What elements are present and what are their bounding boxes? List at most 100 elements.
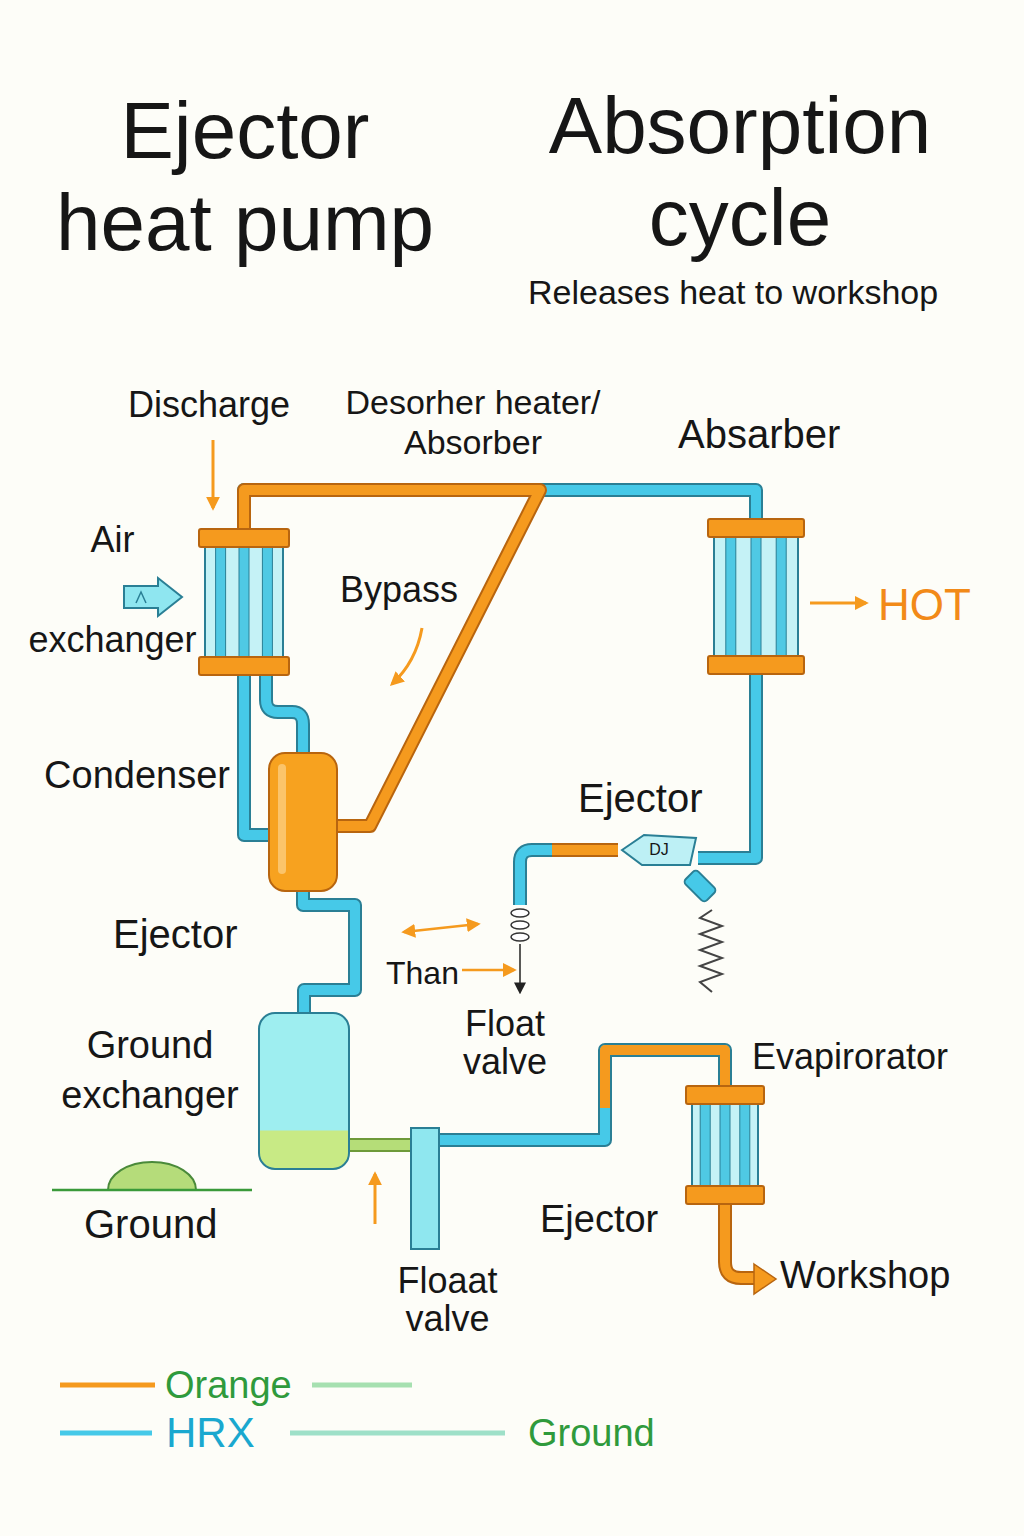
tank-highlight <box>278 764 286 874</box>
legend-line <box>312 1383 412 1388</box>
component-mark: DJ <box>620 832 698 868</box>
ejector-coupling <box>683 869 717 903</box>
part-label: Ground <box>84 1200 217 1248</box>
part-label: Than <box>386 954 459 992</box>
part-label: Discharge <box>128 383 290 426</box>
exchanger-tube <box>740 1103 750 1187</box>
legend-line <box>290 1431 505 1436</box>
exchanger-cap <box>686 1186 764 1204</box>
pipe-outline <box>552 843 618 857</box>
air-arrow-mark <box>136 592 146 603</box>
pipe-outline <box>266 676 303 752</box>
legend-line <box>60 1431 152 1436</box>
pipe <box>552 845 618 855</box>
double-arrow <box>404 924 478 932</box>
part-label: Float valve <box>455 1005 555 1081</box>
tank-fill <box>259 1131 349 1170</box>
pipe <box>303 892 355 1012</box>
pointer-arrow <box>392 628 422 684</box>
absorber-exchanger: Absarber <box>707 518 805 675</box>
spring <box>700 910 722 992</box>
exchanger-body <box>692 1103 758 1187</box>
tank-body <box>259 1013 349 1169</box>
pipe-outline <box>725 1205 756 1278</box>
condenser-tank: Condenser <box>268 752 338 892</box>
heat-exchanger-shape <box>198 528 290 676</box>
pipe-outline <box>244 676 268 835</box>
pipe <box>725 1205 756 1278</box>
component-label: Ground exchanger <box>55 1020 245 1120</box>
part-label: Releases heat to workshop <box>528 272 938 313</box>
valve-disc <box>511 933 529 941</box>
component-label: Condenser <box>40 752 230 798</box>
float-valve-box-shape <box>410 1127 440 1250</box>
air-arrow <box>124 578 182 616</box>
exchanger-tube <box>776 536 786 657</box>
exchanger-cap <box>708 656 804 674</box>
exchanger-tube <box>726 536 736 657</box>
ground-exchanger-tank: Ground exchanger <box>258 1012 350 1170</box>
legend-text: Orange <box>165 1364 292 1406</box>
exchanger-body <box>714 536 798 657</box>
valve-disc <box>511 909 529 917</box>
absorber-exchanger-shape <box>707 518 805 675</box>
part-label: Ejector <box>540 1196 658 1242</box>
ground-line <box>52 1189 252 1192</box>
component-label: Air exchanger <box>25 490 200 690</box>
component-label: Ejector <box>578 774 703 822</box>
exchanger-cap <box>199 529 289 547</box>
pipe <box>698 675 756 858</box>
pointer-arrow <box>374 1174 377 1224</box>
legend-entry: Orange <box>165 1362 292 1408</box>
part-label: Workshop <box>780 1252 950 1298</box>
valve-stem <box>519 944 521 992</box>
heat-exchanger: Air exchanger <box>198 528 290 676</box>
pipe <box>350 1140 410 1150</box>
part-label: Ejector <box>113 910 238 958</box>
tank-body <box>269 753 337 891</box>
evaporator-exchanger: Evapirorator <box>685 1085 765 1205</box>
valve-disc <box>511 921 529 929</box>
legend-entry: HRX <box>166 1408 255 1458</box>
pipe-outline <box>698 675 756 858</box>
pipe-connector <box>350 1145 410 1146</box>
pointer-arrow <box>462 969 514 972</box>
exchanger-tube <box>216 546 226 658</box>
exchanger-tube <box>262 546 272 658</box>
ejector-nozzle: EjectorDJ <box>620 832 698 868</box>
tank-outline <box>259 1013 349 1169</box>
outlet-arrow <box>754 1264 776 1294</box>
component-label: Evapirorator <box>752 1035 948 1078</box>
heat-arrow <box>810 602 866 605</box>
condenser-tank-shape <box>268 752 338 892</box>
component-label: Absarber <box>678 410 840 458</box>
component-label: Floaat valve <box>385 1262 510 1338</box>
pipe <box>244 676 268 835</box>
exchanger-cap <box>199 657 289 675</box>
legend-line <box>60 1383 155 1388</box>
ground-exchanger-tank-shape <box>258 1012 350 1170</box>
pipe <box>520 850 552 905</box>
exchanger-cap <box>686 1086 764 1104</box>
float-box <box>411 1128 439 1249</box>
evaporator-exchanger-shape <box>685 1085 765 1205</box>
pipe-outline <box>350 1138 410 1152</box>
diagram-title: Ejector heat pump <box>40 85 450 269</box>
float-valve-box: Floaat valve <box>410 1127 440 1250</box>
pipe-outline <box>520 850 552 905</box>
pipe-connector <box>698 675 756 858</box>
legend-text: Ground <box>528 1412 655 1454</box>
pipe-connector <box>303 892 355 1012</box>
exchanger-cap <box>708 519 804 537</box>
legend-text: HRX <box>166 1409 255 1456</box>
part-label: Desorher heater/ Absorber <box>318 382 628 462</box>
exchanger-tube <box>751 536 761 657</box>
part-label: HOT <box>878 578 971 631</box>
pointer-arrow <box>212 440 215 508</box>
pipe-outline <box>303 892 355 1012</box>
pipe <box>266 676 303 752</box>
exchanger-tube <box>239 546 249 658</box>
ground-mound <box>108 1162 196 1190</box>
part-label: Bypass <box>340 568 458 611</box>
